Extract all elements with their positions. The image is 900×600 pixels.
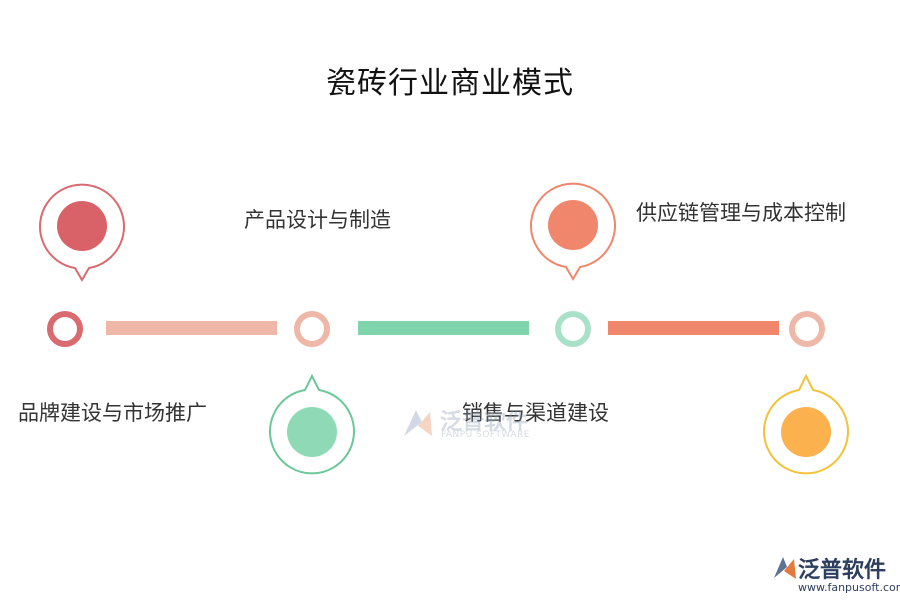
timeline-node-3 bbox=[555, 311, 591, 347]
pin-dot-1 bbox=[57, 201, 107, 251]
watermark-sub: FANPU SOFTWARE bbox=[441, 430, 530, 440]
fanpu-brand-icon bbox=[774, 557, 796, 579]
watermark-name: 泛普软件 bbox=[440, 410, 529, 435]
connector-bar-2 bbox=[358, 321, 529, 335]
timeline-node-4 bbox=[789, 311, 825, 347]
stage-label-2: 产品设计与制造 bbox=[244, 208, 391, 232]
map-pin-2 bbox=[269, 373, 355, 475]
stage-label-1: 品牌建设与市场推广 bbox=[18, 401, 207, 425]
fanpu-logo-icon bbox=[404, 410, 432, 436]
watermark: 泛普软件 FANPU SOFTWARE bbox=[400, 402, 540, 446]
timeline-node-2 bbox=[294, 311, 330, 347]
connector-bar-3 bbox=[608, 321, 779, 335]
pin-dot-4 bbox=[781, 407, 831, 457]
brand-logo: 泛普软件 www.fanpusoft.com bbox=[772, 552, 900, 598]
brand-url: www.fanpusoft.com bbox=[798, 581, 900, 594]
brand-name: 泛普软件 bbox=[798, 558, 887, 583]
map-pin-1 bbox=[39, 183, 125, 282]
map-pin-4 bbox=[763, 373, 849, 475]
stage-label-3: 供应链管理与成本控制 bbox=[636, 201, 846, 225]
pin-dot-3 bbox=[548, 200, 598, 250]
timeline-node-1 bbox=[47, 311, 83, 347]
map-pin-3 bbox=[530, 182, 616, 281]
stage-label-4: 销售与渠道建设 bbox=[462, 401, 609, 425]
pin-dot-2 bbox=[287, 407, 337, 457]
page-title: 瓷砖行业商业模式 bbox=[326, 66, 574, 101]
connector-bar-1 bbox=[106, 321, 277, 335]
